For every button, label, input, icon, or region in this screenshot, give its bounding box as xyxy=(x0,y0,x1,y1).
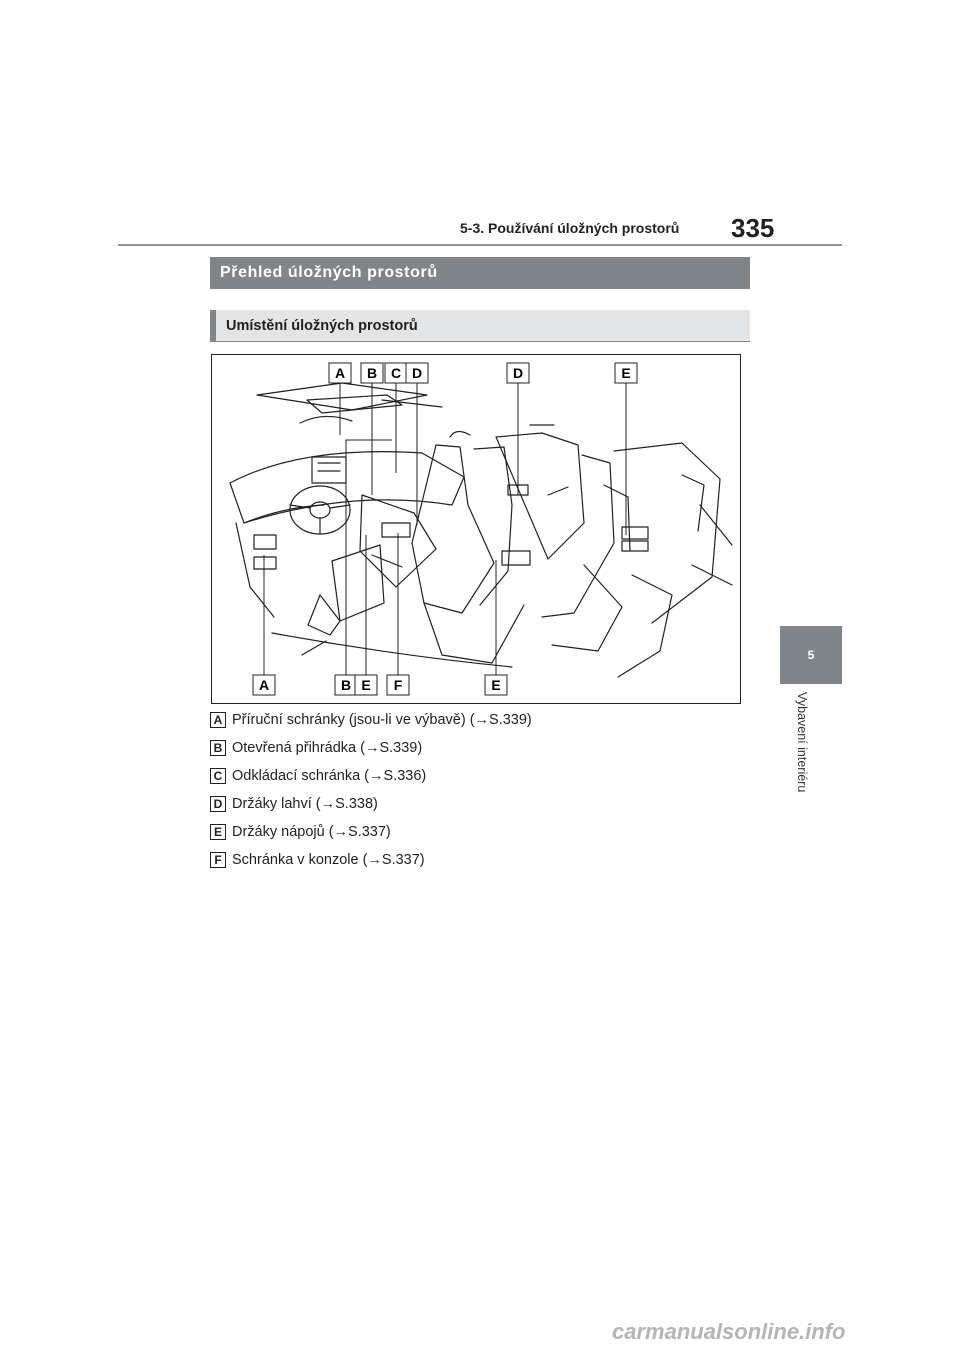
car-line-art xyxy=(229,382,733,678)
legend-item: C Odkládací schránka (→S.336) xyxy=(210,766,426,786)
interior-illustration: A B C D D E A B E F E xyxy=(211,354,741,704)
callout-top-e: E xyxy=(614,362,638,384)
callout-bottom-a: A xyxy=(252,674,276,696)
legend-letter: F xyxy=(210,852,226,868)
watermark: carmanualsonline.info xyxy=(612,1319,846,1344)
callout-top-a: A xyxy=(328,362,352,384)
header-rule xyxy=(118,244,842,246)
callout-top-d: D xyxy=(405,362,429,384)
callout-text: D xyxy=(412,365,422,381)
bottom-callouts: A B E F E xyxy=(252,674,508,696)
section-title: 5-3. Používání úložných prostorů xyxy=(460,220,680,236)
chapter-label: Vybavení interiéru xyxy=(795,692,809,793)
legend-letter: E xyxy=(210,824,226,840)
callout-text: A xyxy=(335,365,345,381)
callout-bottom-b: B xyxy=(334,674,358,696)
legend-text: Odkládací schránka (→S.336) xyxy=(232,768,427,784)
callout-text: C xyxy=(391,365,401,381)
legend-letter: C xyxy=(210,768,226,784)
callout-text: B xyxy=(341,677,351,693)
callout-bottom-e-rear: E xyxy=(484,674,508,696)
callout-top-d-rear: D xyxy=(506,362,530,384)
callout-text: E xyxy=(491,677,500,693)
chapter-number: 5 xyxy=(807,648,815,662)
heading-storage-overview: Přehled úložných prostorů xyxy=(210,257,750,289)
interior-drawing: A B C D D E A B E F E xyxy=(229,362,733,696)
callout-top-b: B xyxy=(360,362,384,384)
callout-text: B xyxy=(367,365,377,381)
legend-text: Otevřená přihrádka (→S.339) xyxy=(232,740,423,756)
callout-text: E xyxy=(361,677,370,693)
top-callouts: A B C D D E xyxy=(328,362,638,384)
legend-text: Příruční schránky (jsou-li ve výbavě) (→… xyxy=(232,712,532,728)
chapter-tab[interactable]: 5 xyxy=(780,626,842,684)
page-number: 335 xyxy=(731,213,775,243)
legend-letter: A xyxy=(210,712,226,728)
callout-text: D xyxy=(513,365,523,381)
legend-item: F Schránka v konzole (→S.337) xyxy=(210,850,425,870)
legend-letter: D xyxy=(210,796,226,812)
legend-text: Schránka v konzole (→S.337) xyxy=(232,852,425,868)
legend-letter: B xyxy=(210,740,226,756)
callout-bottom-f: F xyxy=(386,674,410,696)
callout-bottom-e: E xyxy=(354,674,378,696)
callout-leaders xyxy=(263,379,627,675)
legend-item: A Příruční schránky (jsou-li ve výbavě) … xyxy=(210,710,532,730)
callout-text: F xyxy=(394,677,403,693)
heading-storage-locations: Umístění úložných prostorů xyxy=(210,310,750,342)
legend-item: B Otevřená přihrádka (→S.339) xyxy=(210,738,422,758)
legend-item: D Držáky lahví (→S.338) xyxy=(210,794,378,814)
legend-text: Držáky nápojů (→S.337) xyxy=(232,824,391,840)
callout-top-c: C xyxy=(384,362,408,384)
legend-item: E Držáky nápojů (→S.337) xyxy=(210,822,391,842)
callout-text: A xyxy=(259,677,269,693)
callout-text: E xyxy=(621,365,630,381)
legend-text: Držáky lahví (→S.338) xyxy=(232,796,378,812)
